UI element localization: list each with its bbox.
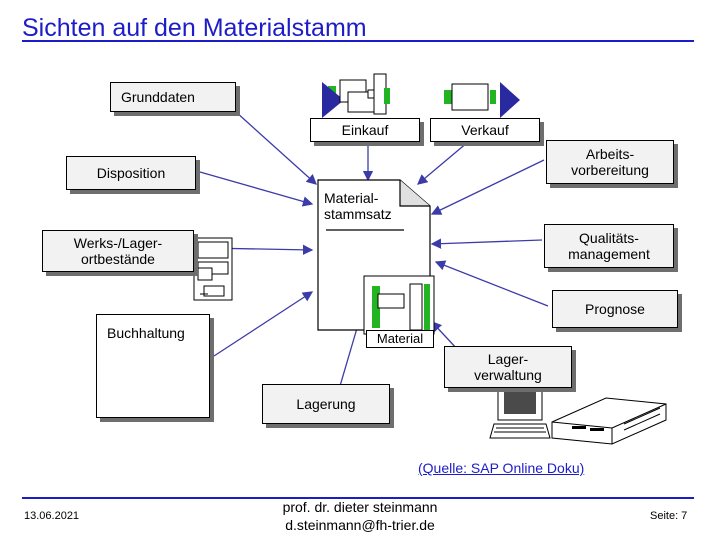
view-label: Grunddaten — [121, 89, 195, 105]
view-einkauf: Einkauf — [310, 118, 420, 142]
view-werks-lager: Werks-/Lager- ortbestände — [42, 230, 194, 272]
view-label: Verkauf — [461, 122, 509, 138]
view-label: Einkauf — [341, 122, 389, 138]
view-prognose: Prognose — [552, 290, 678, 328]
footer-rule — [22, 497, 694, 499]
server-icon — [551, 397, 667, 445]
einkauf-icon — [322, 73, 390, 118]
material-label-box: Material — [366, 330, 434, 348]
view-label: Qualitäts- management — [568, 230, 650, 262]
cabinet-icon — [193, 237, 233, 301]
footer-email: d.steinmann@fh-trier.de — [285, 517, 435, 533]
view-label: Prognose — [585, 301, 645, 317]
arrows — [199, 111, 549, 387]
computer-icon — [489, 385, 551, 439]
page-title: Sichten auf den Materialstamm — [22, 14, 367, 42]
view-label: Arbeits- vorbereitung — [571, 146, 649, 178]
arrow-arbeitsvorbereitung — [430, 159, 545, 215]
arrow-lagerverwaltung — [431, 321, 459, 351]
arrow-prognose — [434, 260, 549, 307]
footer-author: prof. dr. dieter steinmann — [282, 499, 438, 515]
arrow-disposition — [199, 171, 314, 207]
footer-page: Seite: 7 — [650, 510, 688, 522]
arrow-qualitaet — [430, 238, 543, 249]
footer-date: 13.06.2021 — [24, 510, 80, 522]
view-label: Werks-/Lager- ortbestände — [73, 235, 163, 267]
view-lagerverwaltung: Lager- verwaltung — [444, 346, 572, 388]
footer-author-block: prof. dr. dieter steinmann d.steinmann@f… — [250, 498, 470, 534]
view-label: Buchhaltung — [107, 325, 185, 341]
document-label: Material- stammsatz — [324, 190, 392, 222]
arrow-verkauf — [417, 141, 469, 185]
material-icon — [363, 275, 435, 335]
verkauf-icon — [444, 82, 520, 118]
view-disposition: Disposition — [66, 156, 196, 190]
view-label: Disposition — [96, 165, 166, 181]
view-label: Lager- verwaltung — [474, 351, 542, 383]
view-grunddaten: Grunddaten — [110, 82, 236, 112]
arrow-buchhaltung — [213, 291, 314, 357]
material-label: Material — [376, 331, 424, 346]
view-verkauf: Verkauf — [430, 118, 540, 142]
view-arbeitsvorbereitung: Arbeits- vorbereitung — [546, 140, 674, 184]
arrow-grunddaten — [235, 111, 317, 185]
view-label: Lagerung — [296, 396, 356, 412]
view-lagerung: Lagerung — [262, 384, 390, 424]
view-qualitaetsmanagement: Qualitäts- management — [544, 224, 674, 268]
view-buchhaltung: Buchhaltung — [96, 314, 210, 418]
source-link[interactable]: (Quelle: SAP Online Doku) — [418, 460, 585, 476]
title-underline — [22, 40, 694, 42]
